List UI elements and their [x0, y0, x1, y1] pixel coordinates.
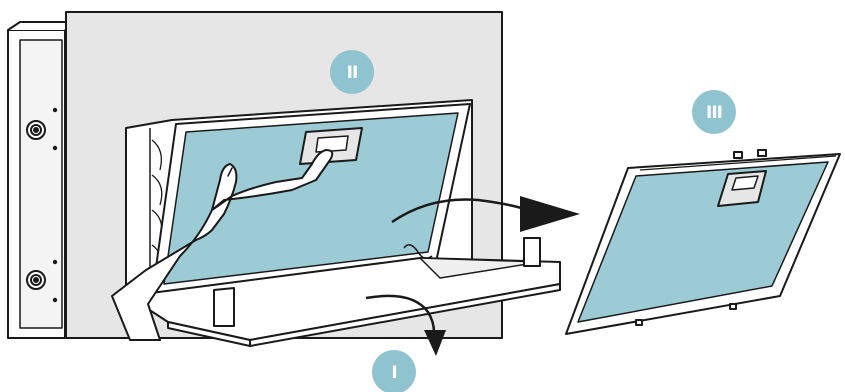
arrow-down-icon [365, 294, 446, 356]
hand-icon [111, 149, 334, 341]
hood-front-cover [127, 237, 561, 347]
side-knob-bottom [26, 270, 46, 290]
step-badge-1: I [372, 350, 416, 392]
step-badge-3-label: III [706, 103, 722, 123]
step-badge-1-label: I [391, 363, 396, 383]
step-badge-2-label: II [347, 63, 358, 83]
arrow-right-icon [391, 196, 580, 232]
side-knob-top [26, 120, 46, 140]
step-badge-2: II [330, 50, 374, 94]
filter-in-hood [151, 103, 471, 297]
step-badge-3: III [692, 90, 736, 134]
removed-filter [565, 149, 841, 335]
